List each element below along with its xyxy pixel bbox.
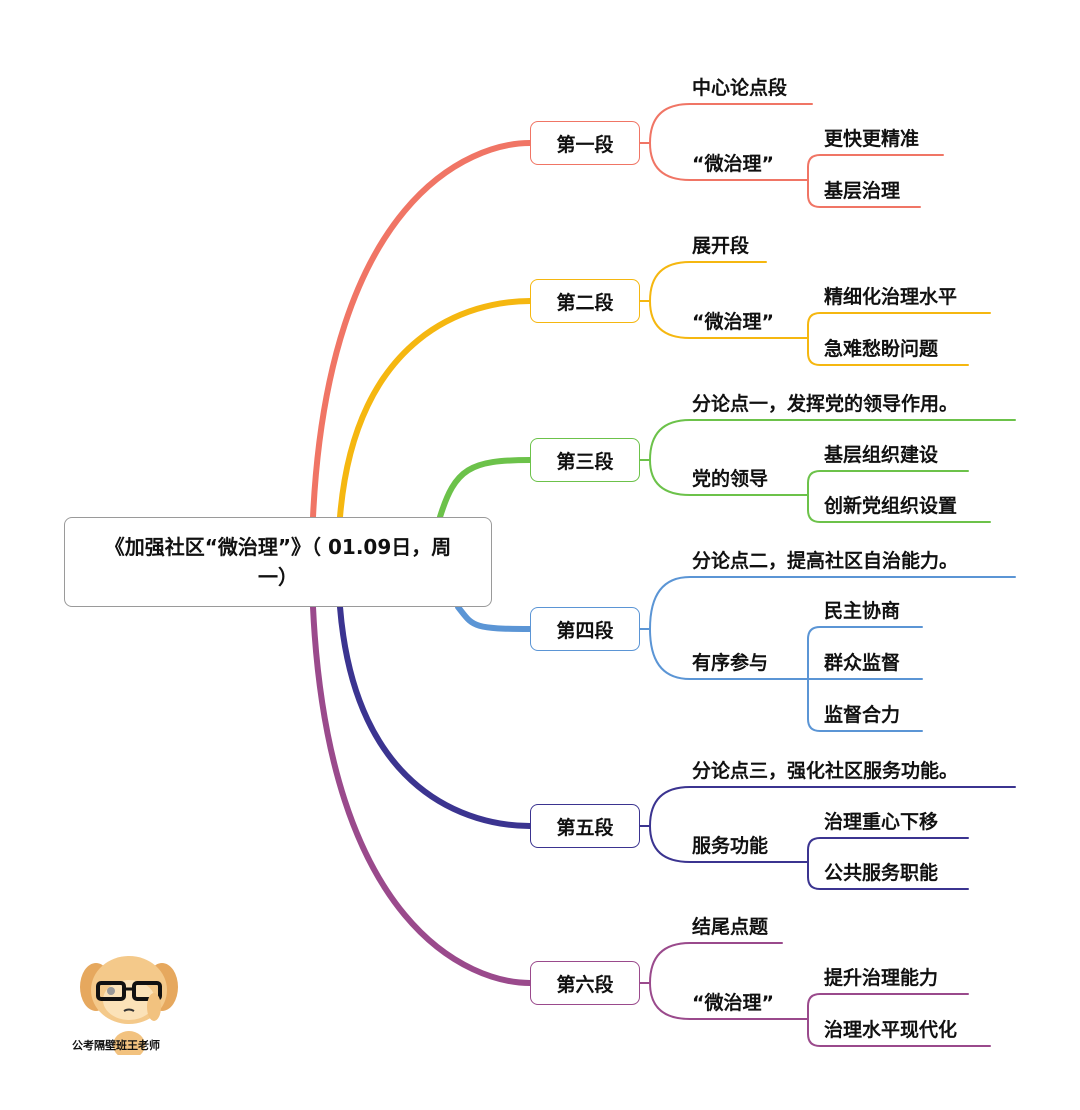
leaf-node[interactable]: 民主协商 xyxy=(824,600,901,622)
section-node[interactable]: 第五段 xyxy=(530,804,640,848)
section-node[interactable]: 第六段 xyxy=(530,961,640,1005)
child-node[interactable]: 有序参与 xyxy=(692,652,769,674)
section-node[interactable]: 第二段 xyxy=(530,279,640,323)
child-branch-line xyxy=(649,103,813,144)
sub-branch-line xyxy=(807,1033,991,1047)
section-node[interactable]: 第三段 xyxy=(530,438,640,482)
child-node[interactable]: 分论点三，强化社区服务功能。 xyxy=(692,760,959,782)
main-branch-line xyxy=(437,457,533,520)
child-node[interactable]: 分论点二，提高社区自治能力。 xyxy=(692,550,959,572)
sub-branch-line xyxy=(807,352,969,366)
main-branch-line xyxy=(455,604,533,632)
sub-branch-line xyxy=(807,718,923,732)
root-title: 《加强社区“微治理”》（ 01.09日，周一） xyxy=(104,535,452,589)
leaf-node[interactable]: 急难愁盼问题 xyxy=(824,338,939,360)
child-node[interactable]: “微治理” xyxy=(692,311,774,333)
root-node[interactable]: 《加强社区“微治理”》（ 01.09日，周一） xyxy=(64,517,492,607)
sub-branch-line xyxy=(807,876,969,890)
child-branch-line xyxy=(649,300,809,339)
child-branch-line xyxy=(649,786,1016,827)
sub-branch-line xyxy=(807,993,969,1007)
watermark-caption: 公考隔壁班王老师 xyxy=(72,1039,160,1052)
sub-branch-line xyxy=(807,509,991,523)
sub-branch-line xyxy=(807,312,991,326)
child-branch-line xyxy=(649,982,809,1020)
sub-branch-line xyxy=(807,470,969,484)
child-branch-line xyxy=(649,142,809,181)
leaf-node[interactable]: 基层组织建设 xyxy=(824,444,939,466)
leaf-node[interactable]: 公共服务职能 xyxy=(824,862,939,884)
child-branch-line xyxy=(649,419,1016,461)
sub-branch-line xyxy=(807,626,923,640)
leaf-node[interactable]: 提升治理能力 xyxy=(824,967,939,989)
mascot-dog-icon xyxy=(80,956,178,1055)
leaf-node[interactable]: 治理水平现代化 xyxy=(824,1019,958,1041)
sub-branch-line xyxy=(807,837,969,851)
child-node[interactable]: 中心论点段 xyxy=(692,77,788,99)
leaf-node[interactable]: 创新党组织设置 xyxy=(824,495,958,517)
child-node[interactable]: 服务功能 xyxy=(692,835,769,857)
leaf-node[interactable]: 群众监督 xyxy=(824,652,901,674)
child-branch-line xyxy=(649,459,809,496)
section-node[interactable]: 第四段 xyxy=(530,607,640,651)
leaf-node[interactable]: 基层治理 xyxy=(824,180,901,202)
child-node[interactable]: 结尾点题 xyxy=(692,916,769,938)
sub-branch-line xyxy=(807,154,944,168)
child-branch-line xyxy=(649,942,783,984)
child-node[interactable]: 分论点一，发挥党的领导作用。 xyxy=(692,393,959,415)
sub-branch-line xyxy=(807,194,921,208)
child-node[interactable]: “微治理” xyxy=(692,153,774,175)
child-branch-line xyxy=(649,576,1016,630)
leaf-node[interactable]: 精细化治理水平 xyxy=(824,286,958,308)
child-node[interactable]: 党的领导 xyxy=(692,468,769,490)
leaf-node[interactable]: 更快更精准 xyxy=(824,128,920,150)
main-branch-line xyxy=(337,298,533,520)
leaf-node[interactable]: 监督合力 xyxy=(824,704,901,726)
main-branch-line xyxy=(310,140,533,520)
child-branch-line xyxy=(649,628,809,680)
main-branch-line xyxy=(337,604,533,829)
child-node[interactable]: “微治理” xyxy=(692,992,774,1014)
main-branch-line xyxy=(310,604,533,986)
leaf-node[interactable]: 治理重心下移 xyxy=(824,811,939,833)
section-node[interactable]: 第一段 xyxy=(530,121,640,165)
child-branch-line xyxy=(649,825,809,863)
child-node[interactable]: 展开段 xyxy=(692,235,750,257)
child-branch-line xyxy=(649,261,767,302)
